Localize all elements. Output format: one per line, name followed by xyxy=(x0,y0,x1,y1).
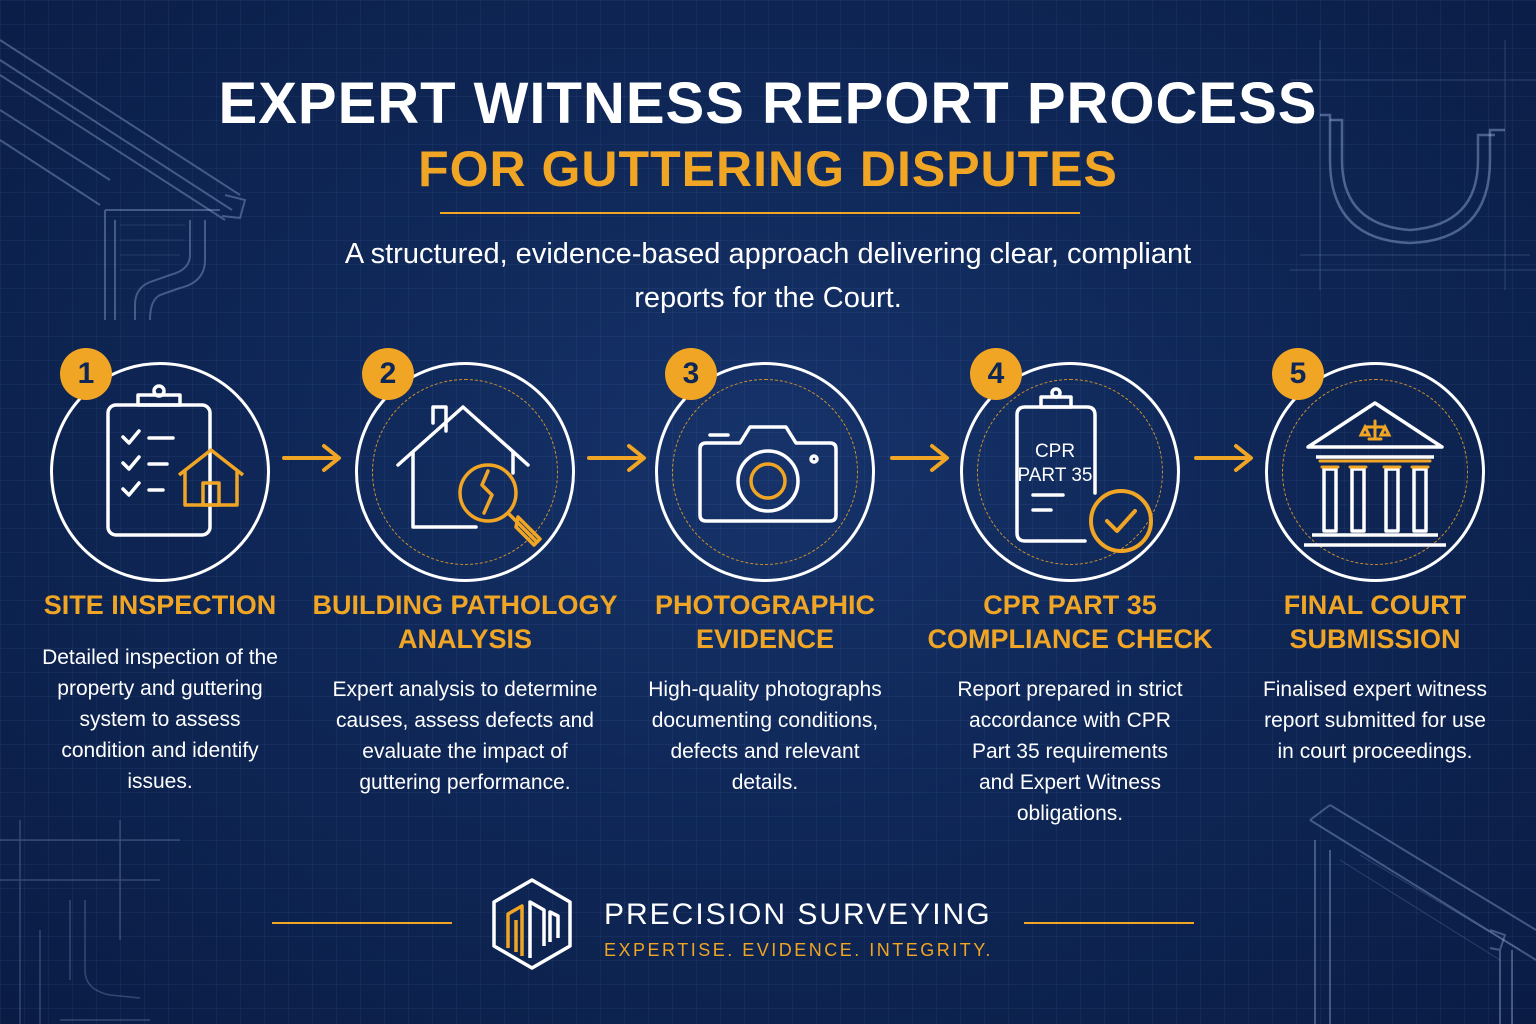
step-icon-circle xyxy=(355,362,575,582)
gutter-drawing-bottom-left-icon xyxy=(0,820,180,1024)
cpr-icon-text: CPR xyxy=(1035,441,1075,462)
step-number-badge: 3 xyxy=(665,348,717,400)
step-icon-circle xyxy=(50,362,270,582)
step-number-badge: 4 xyxy=(970,348,1022,400)
courthouse-icon xyxy=(1304,401,1446,547)
step-description: Finalised expert witness report submitte… xyxy=(1262,678,1488,763)
step-icon-circle xyxy=(1265,362,1485,582)
step-title: FINAL COURT SUBMISSION xyxy=(1283,590,1467,654)
step-title: BUILDING PATHOLOGY ANALYSIS xyxy=(312,590,618,654)
arrow-right-icon xyxy=(890,444,949,472)
part-35-icon-text: PART 35 xyxy=(1018,465,1093,486)
title-divider xyxy=(440,212,1080,214)
clipboard-check-icon: CPR PART 35 xyxy=(1015,387,1153,553)
step-title: CPR PART 35 COMPLIANCE CHECK xyxy=(927,590,1213,654)
house-magnifier-icon xyxy=(396,405,542,547)
arrow-right-icon xyxy=(587,444,646,472)
step-description: Detailed inspection of the property and … xyxy=(42,646,278,793)
step-title: PHOTOGRAPHIC EVIDENCE xyxy=(654,590,876,654)
step-icon-circle xyxy=(655,362,875,582)
camera-icon xyxy=(698,425,838,523)
gutter-profile-drawing-top-right-icon xyxy=(1290,40,1536,290)
arrow-right-icon xyxy=(282,444,341,472)
footer-line-left xyxy=(272,922,452,924)
precision-surveying-logo-icon xyxy=(492,878,572,970)
step-title: SITE INSPECTION xyxy=(43,590,277,620)
step-icon-circle: CPR PART 35 xyxy=(960,362,1180,582)
intro-tagline: A structured, evidence-based approach de… xyxy=(344,238,1192,314)
page-subtitle: FOR GUTTERING DISPUTES xyxy=(418,141,1118,197)
step-number-badge: 1 xyxy=(60,348,112,400)
brand-tagline: EXPERTISE. EVIDENCE. INTEGRITY. xyxy=(604,940,993,960)
gutter-drawing-top-left-icon xyxy=(0,39,247,320)
step-number-badge: 2 xyxy=(362,348,414,400)
clipboard-house-icon xyxy=(106,384,245,537)
brand-name: PRECISION SURVEYING xyxy=(604,898,992,931)
step-number-badge: 5 xyxy=(1272,348,1324,400)
footer-line-right xyxy=(1024,922,1194,924)
step-description: High-quality photographs documenting con… xyxy=(648,678,882,794)
page-title: EXPERT WITNESS REPORT PROCESS xyxy=(218,71,1318,136)
roof-drawing-bottom-right-icon xyxy=(1309,804,1536,1024)
step-description: Report prepared in strict accordance wit… xyxy=(957,678,1183,825)
arrow-right-icon xyxy=(1194,444,1253,472)
step-description: Expert analysis to determine causes, ass… xyxy=(332,678,598,794)
